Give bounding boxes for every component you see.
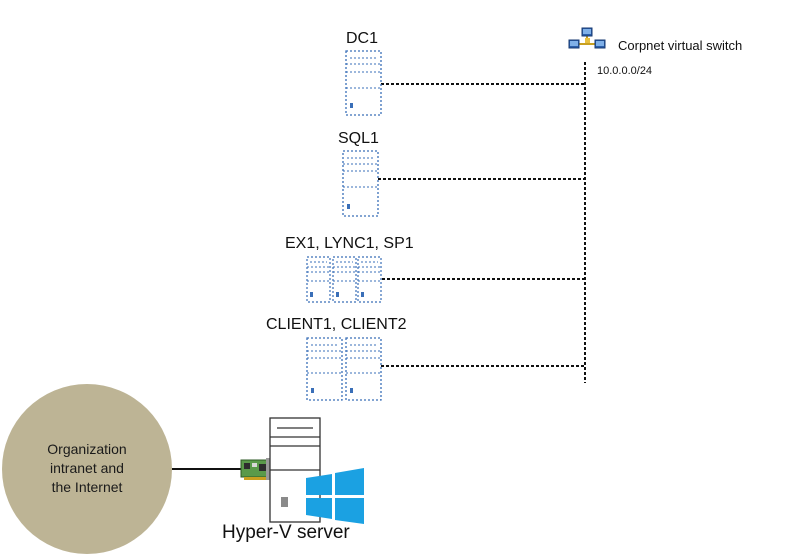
- vm-server-dc1: [345, 50, 382, 116]
- switch-label: Corpnet virtual switch: [618, 38, 743, 53]
- internet-circle: [2, 384, 172, 554]
- internet-label-line3: the Internet: [51, 479, 123, 495]
- network-switch-icon: [568, 27, 606, 49]
- windows-logo-icon: [306, 468, 364, 524]
- internet-label-line2: intranet and: [50, 460, 124, 476]
- vm-group-label-sql1: SQL1: [338, 130, 379, 147]
- vm-group-label-dc1: DC1: [346, 30, 379, 47]
- vm-server-sql1: [342, 150, 379, 217]
- vm-group-label-clients: CLIENT1, CLIENT2: [266, 316, 407, 333]
- vm-server-client1: [306, 337, 343, 401]
- vm-group-label-ex-lync-sp: EX1, LYNC1, SP1: [285, 235, 414, 252]
- internet-label: Organization intranet and the Internet: [17, 440, 157, 497]
- vm-server-client2: [345, 337, 382, 401]
- internet-label-line1: Organization: [47, 441, 127, 457]
- vm-server-sp1: [357, 256, 382, 303]
- host-label: Hyper-V server: [222, 522, 350, 543]
- network-card-icon: [240, 458, 270, 480]
- vm-server-ex1: [306, 256, 331, 303]
- server-tower-icon: [269, 417, 321, 523]
- vm-server-lync1: [332, 256, 357, 303]
- subnet-label: 10.0.0.0/24: [597, 65, 653, 77]
